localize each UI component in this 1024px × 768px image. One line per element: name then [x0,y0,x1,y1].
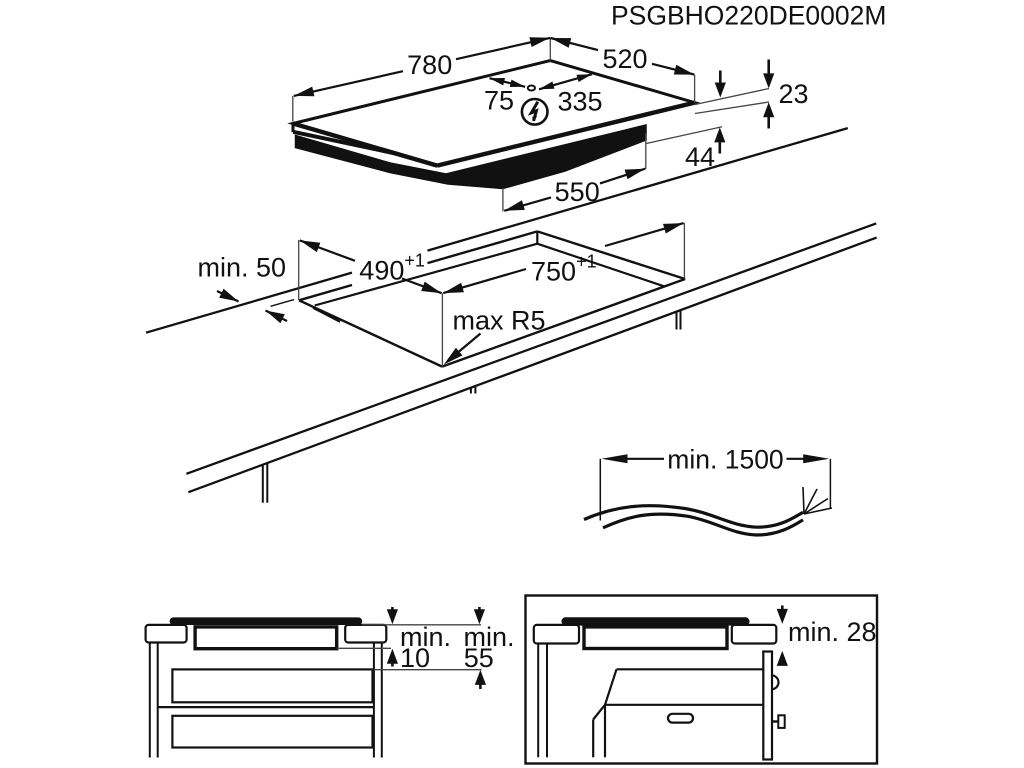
svg-text:PSGBHO220DE0002M: PSGBHO220DE0002M [611,1,886,31]
svg-text:min. 50: min. 50 [198,253,287,283]
svg-text:min.: min. [464,622,515,652]
svg-text:10: 10 [400,643,430,673]
svg-text:490+1: 490+1 [359,251,425,286]
svg-text:max R5: max R5 [453,305,546,335]
svg-text:335: 335 [557,87,602,117]
svg-text:23: 23 [778,79,808,109]
svg-text:min. 28: min. 28 [788,617,877,647]
svg-text:55: 55 [464,643,494,673]
svg-text:44: 44 [685,142,715,172]
svg-text:min.: min. [400,622,451,652]
svg-text:min. 1500: min. 1500 [667,445,783,475]
svg-text:780: 780 [407,50,452,80]
svg-text:520: 520 [602,44,647,74]
svg-text:75: 75 [484,86,514,116]
